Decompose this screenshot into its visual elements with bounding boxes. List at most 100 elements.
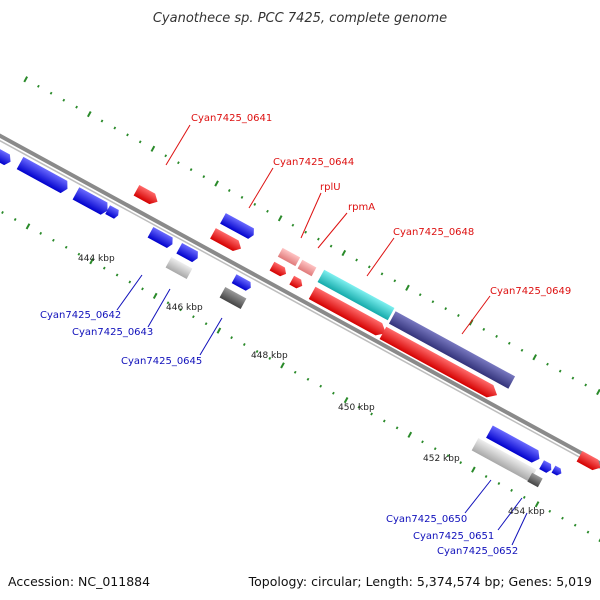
minor-tick bbox=[192, 315, 195, 319]
minor-tick bbox=[39, 231, 43, 235]
gene-label-cyan7425-0645[interactable]: Cyan7425_0645 bbox=[121, 356, 202, 367]
gene-arrow-cyan7425-0641[interactable] bbox=[133, 184, 161, 207]
major-tick bbox=[343, 396, 349, 404]
gene-arrow-blue-1[interactable] bbox=[16, 156, 71, 195]
minor-tick bbox=[370, 412, 373, 416]
major-tick bbox=[25, 223, 31, 230]
forward-leader-lines bbox=[165, 124, 491, 335]
gene-arrow-blue-4[interactable] bbox=[220, 213, 256, 240]
minor-tick bbox=[242, 343, 246, 346]
minor-tick bbox=[421, 440, 424, 444]
gene-arrow-rplU[interactable] bbox=[277, 247, 301, 267]
minor-tick bbox=[115, 273, 119, 277]
minor-tick bbox=[266, 209, 269, 213]
genome-summary-text: Topology: circular; Length: 5,374,574 bp… bbox=[248, 574, 592, 589]
minor-tick bbox=[62, 98, 66, 102]
major-tick bbox=[405, 284, 410, 291]
minor-tick bbox=[306, 377, 310, 381]
minor-tick bbox=[128, 280, 132, 284]
position-label: 454 kbp bbox=[508, 507, 545, 517]
minor-tick bbox=[37, 84, 40, 88]
gene-arrow-cyan7425-0649-lower[interactable] bbox=[379, 326, 501, 402]
major-tick bbox=[596, 388, 600, 396]
minor-tick bbox=[367, 265, 371, 269]
minor-tick bbox=[444, 307, 448, 311]
major-tick bbox=[23, 76, 29, 83]
reverse-leader-lines bbox=[116, 274, 528, 546]
gene-arrow-blue-3[interactable] bbox=[105, 205, 120, 220]
gene-arrow-rpmA[interactable] bbox=[297, 259, 317, 277]
minor-tick bbox=[382, 419, 386, 423]
minor-tick bbox=[138, 140, 142, 144]
minor-tick bbox=[126, 133, 129, 137]
gene-arrow-blue-7[interactable] bbox=[539, 460, 553, 474]
minor-tick bbox=[584, 383, 588, 387]
position-label: 448 kbp bbox=[251, 351, 288, 361]
minor-tick bbox=[227, 189, 231, 192]
gene-arrow-cyan7425-0652[interactable] bbox=[527, 472, 543, 488]
minor-tick bbox=[268, 356, 272, 360]
minor-tick bbox=[319, 384, 323, 388]
gene-arrow-cyan7425-0644[interactable] bbox=[210, 228, 244, 254]
minor-tick bbox=[546, 362, 549, 366]
gene-label-cyan7425-0643[interactable]: Cyan7425_0643 bbox=[72, 327, 153, 338]
gene-arrow-blue-5[interactable] bbox=[176, 242, 200, 264]
minor-tick bbox=[495, 334, 498, 338]
gene-arrow-cyan7425-0648-lower[interactable] bbox=[308, 286, 389, 340]
gene-arrow-blue-2[interactable] bbox=[72, 187, 111, 217]
minor-tick bbox=[561, 516, 564, 520]
gene-arrow-cyan7425-0650[interactable] bbox=[486, 425, 543, 465]
gene-label-rplU[interactable]: rplU bbox=[320, 182, 341, 193]
gene-arrow-cyan7425-0649[interactable] bbox=[388, 311, 516, 389]
gene-label-cyan7425-0652[interactable]: Cyan7425_0652 bbox=[437, 546, 518, 557]
minor-tick bbox=[457, 314, 460, 317]
gene-arrow-blue-8[interactable] bbox=[551, 465, 564, 477]
minor-tick bbox=[253, 202, 257, 206]
minor-tick bbox=[558, 369, 562, 373]
minor-tick bbox=[510, 488, 513, 492]
minor-tick bbox=[484, 475, 488, 478]
gene-arrow-edge-red[interactable] bbox=[576, 450, 600, 473]
position-label: 450 kbp bbox=[338, 403, 375, 413]
minor-tick bbox=[49, 91, 53, 95]
major-tick bbox=[86, 110, 92, 118]
gene-arrow-edge-blue[interactable] bbox=[0, 144, 13, 167]
gene-arrow-rplU-lower[interactable] bbox=[269, 261, 289, 278]
major-tick bbox=[214, 180, 219, 187]
gene-arrow-cyan7425-0648[interactable] bbox=[317, 269, 395, 321]
gene-label-cyan7425-0642[interactable]: Cyan7425_0642 bbox=[40, 310, 121, 321]
minor-tick bbox=[317, 237, 320, 241]
minor-tick bbox=[332, 391, 335, 395]
minor-tick bbox=[77, 252, 81, 256]
gene-arrow-rpmA-lower[interactable] bbox=[289, 275, 304, 291]
gene-arrow-cyan7425-0643[interactable] bbox=[165, 256, 193, 280]
major-tick bbox=[407, 431, 413, 438]
minor-tick bbox=[189, 168, 193, 172]
minor-tick bbox=[102, 266, 106, 270]
minor-tick bbox=[141, 287, 144, 291]
minor-tick bbox=[586, 530, 590, 534]
gene-label-cyan7425-0650[interactable]: Cyan7425_0650 bbox=[386, 514, 467, 525]
gene-arrow-cyan7425-0642[interactable] bbox=[147, 226, 176, 250]
minor-tick bbox=[571, 376, 575, 380]
major-tick bbox=[532, 354, 538, 361]
minor-tick bbox=[1, 211, 4, 214]
major-tick bbox=[150, 145, 156, 152]
gene-label-rpmA[interactable]: rpmA bbox=[348, 202, 375, 213]
gene-label-cyan7425-0648[interactable]: Cyan7425_0648 bbox=[393, 227, 474, 238]
gene-label-cyan7425-0641[interactable]: Cyan7425_0641 bbox=[191, 113, 272, 124]
accession-text: Accession: NC_011884 bbox=[8, 574, 150, 589]
gene-arrow-cyan7425-0645[interactable] bbox=[219, 286, 247, 310]
minor-tick bbox=[329, 244, 333, 248]
minor-tick bbox=[395, 426, 399, 430]
minor-tick bbox=[520, 348, 524, 352]
minor-tick bbox=[355, 258, 358, 262]
minor-tick bbox=[522, 495, 526, 499]
gene-arrow-blue-6[interactable] bbox=[231, 274, 253, 292]
gene-arrow-cyan7425-0651[interactable] bbox=[471, 438, 537, 482]
minor-tick bbox=[433, 447, 437, 451]
gene-label-cyan7425-0649[interactable]: Cyan7425_0649 bbox=[490, 286, 571, 297]
gene-label-cyan7425-0651[interactable]: Cyan7425_0651 bbox=[413, 531, 494, 542]
gene-label-cyan7425-0644[interactable]: Cyan7425_0644 bbox=[273, 157, 354, 168]
